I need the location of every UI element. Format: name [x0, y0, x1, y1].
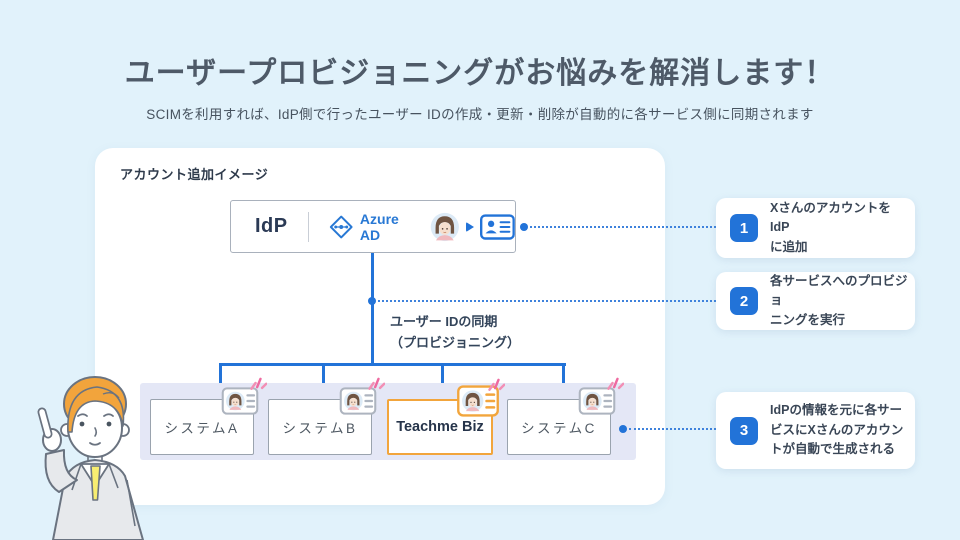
- system-label: システムA: [164, 421, 240, 436]
- connector-dot-1: [520, 223, 528, 231]
- system-box-a: システムA: [150, 399, 254, 455]
- id-card-icon: [480, 212, 515, 242]
- presenter-illustration-icon: [37, 376, 144, 540]
- sparkle-icon: [367, 374, 385, 392]
- callout-3: 3 IdPの情報を元に各サー ビスにXさんのアカウン トが自動で生成される: [716, 392, 915, 469]
- page-subtitle: SCIMを利用すれば、IdP側で行ったユーザー IDの作成・更新・削除が自動的に…: [146, 107, 814, 122]
- system-box-teachme-biz: Teachme Biz: [387, 399, 493, 455]
- arrow-right-icon: [466, 221, 475, 232]
- sparkle-icon: [249, 374, 267, 392]
- panel-label: アカウント追加イメージ: [120, 167, 269, 182]
- arrow-shaft-4: [562, 363, 565, 392]
- azure-ad-label: Azure AD: [359, 210, 399, 243]
- callout-text: XさんのアカウントをIdP に追加: [770, 200, 891, 254]
- divider: [307, 211, 309, 242]
- sync-label: ユーザー IDの同期 （プロビジョニング）: [390, 314, 521, 351]
- step-number-badge: 1: [730, 214, 758, 242]
- connector-line-2: [378, 300, 716, 302]
- arrow-shaft-3: [441, 363, 444, 392]
- idp-box: IdP Azure AD: [230, 200, 516, 253]
- connector-line-3: [629, 428, 716, 430]
- system-box-c: システムC: [507, 399, 611, 455]
- callout-1: 1 XさんのアカウントをIdP に追加: [716, 198, 915, 258]
- connector-dot-2: [368, 297, 376, 305]
- sparkle-icon: [606, 374, 624, 392]
- callout-2: 2 各サービスへのプロビジョ ニングを実行: [716, 272, 915, 330]
- connector-dot-3: [619, 425, 627, 433]
- arrow-shaft-2: [322, 363, 325, 392]
- azure-ad-icon: [329, 213, 353, 241]
- callout-text: 各サービスへのプロビジョ ニングを実行: [770, 273, 908, 327]
- system-label: システムB: [282, 421, 358, 436]
- idp-label: IdP: [255, 215, 288, 237]
- system-box-b: システムB: [268, 399, 372, 455]
- sparkle-icon: [487, 375, 505, 393]
- system-label: システムC: [521, 421, 597, 436]
- stem-line: [371, 253, 374, 365]
- arrow-shaft-1: [219, 363, 222, 392]
- callout-text: IdPの情報を元に各サー ビスにXさんのアカウン トが自動で生成される: [770, 403, 904, 457]
- step-number-badge: 3: [730, 416, 758, 445]
- connector-line-1: [530, 226, 716, 228]
- user-avatar-icon: [430, 210, 460, 244]
- page-title: ユーザープロビジョニングがお悩みを解消します！: [124, 57, 836, 90]
- step-number-badge: 2: [730, 287, 758, 315]
- system-label: Teachme Biz: [396, 419, 484, 435]
- branch-line: [219, 363, 566, 366]
